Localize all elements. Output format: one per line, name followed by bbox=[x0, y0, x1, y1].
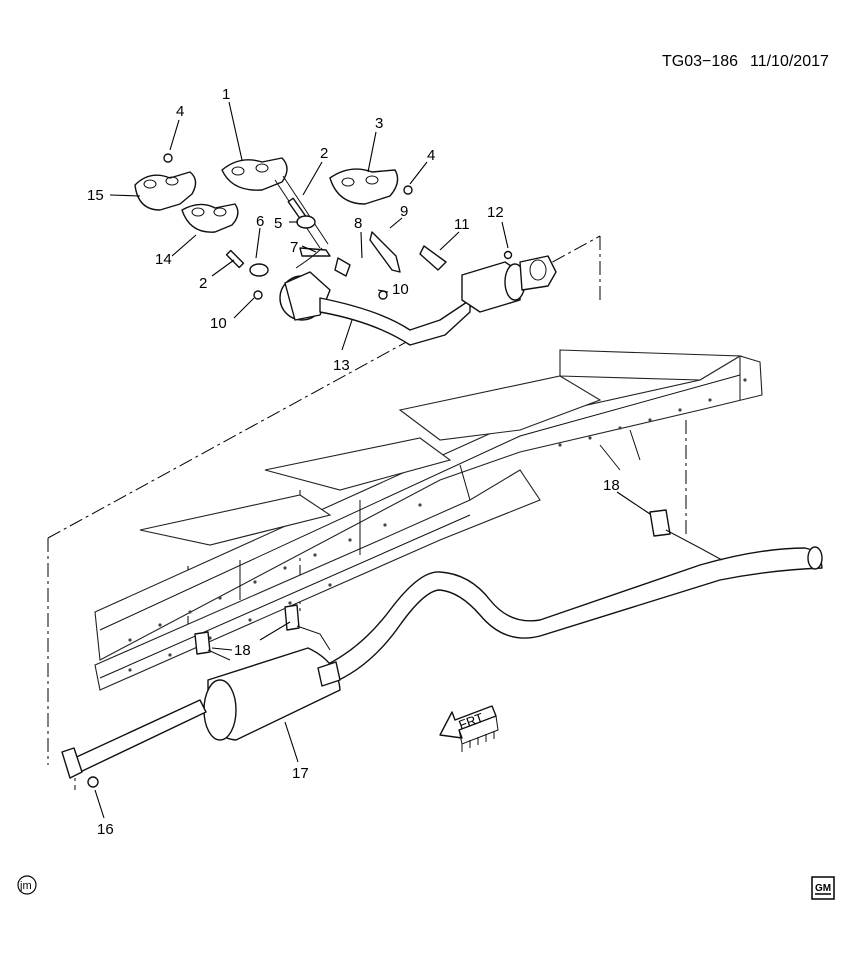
exhaust-manifold-left bbox=[134, 171, 239, 233]
exhaust-manifold-right bbox=[221, 157, 399, 205]
author-mark-icon: jm bbox=[17, 875, 37, 895]
callout-4-left: 4 bbox=[176, 103, 184, 120]
exhaust-hangers bbox=[194, 509, 723, 661]
callout-13: 13 bbox=[333, 357, 350, 374]
gm-logo-icon: GM bbox=[811, 876, 835, 900]
callout-8: 8 bbox=[354, 215, 362, 232]
callout-17: 17 bbox=[292, 765, 309, 782]
callout-1: 1 bbox=[222, 86, 230, 103]
front-exhaust-pipe-assembly bbox=[279, 255, 557, 346]
author-mark-text: jm bbox=[19, 880, 32, 892]
callout-6: 6 bbox=[256, 213, 264, 230]
manifold-studs bbox=[225, 175, 329, 269]
callout-10-left: 10 bbox=[210, 315, 227, 332]
callout-4-right: 4 bbox=[427, 147, 435, 164]
front-arrow-label: FRT bbox=[457, 710, 486, 733]
fasteners bbox=[163, 153, 513, 300]
callout-10-right: 10 bbox=[392, 281, 409, 298]
callout-16: 16 bbox=[97, 821, 114, 838]
callout-7: 7 bbox=[290, 239, 298, 256]
callout-5: 5 bbox=[274, 215, 282, 232]
rear-exhaust-pipe bbox=[319, 546, 823, 685]
leader-lines bbox=[94, 101, 651, 819]
document-id: TG03−186 bbox=[662, 53, 738, 70]
intermediate-pipe bbox=[61, 699, 207, 788]
callout-3: 3 bbox=[375, 115, 383, 132]
callout-18-right: 18 bbox=[603, 477, 620, 494]
gm-logo-text: GM bbox=[815, 883, 831, 894]
callout-12: 12 bbox=[487, 204, 504, 221]
muffler bbox=[203, 647, 341, 741]
front-arrow-icon: FRT bbox=[439, 705, 499, 752]
callout-9: 9 bbox=[400, 203, 408, 220]
document-date: 11/10/2017 bbox=[750, 53, 829, 70]
callout-14: 14 bbox=[155, 251, 172, 268]
callout-15: 15 bbox=[87, 187, 104, 204]
callout-11: 11 bbox=[454, 216, 470, 233]
oxygen-sensors bbox=[295, 231, 447, 277]
callout-18-left: 18 bbox=[234, 642, 251, 659]
callouts: 1 2 2 3 4 4 5 6 7 8 9 10 10 11 12 13 14 … bbox=[87, 86, 620, 838]
callout-2-upper: 2 bbox=[320, 145, 328, 162]
callout-2-lower: 2 bbox=[199, 275, 207, 292]
